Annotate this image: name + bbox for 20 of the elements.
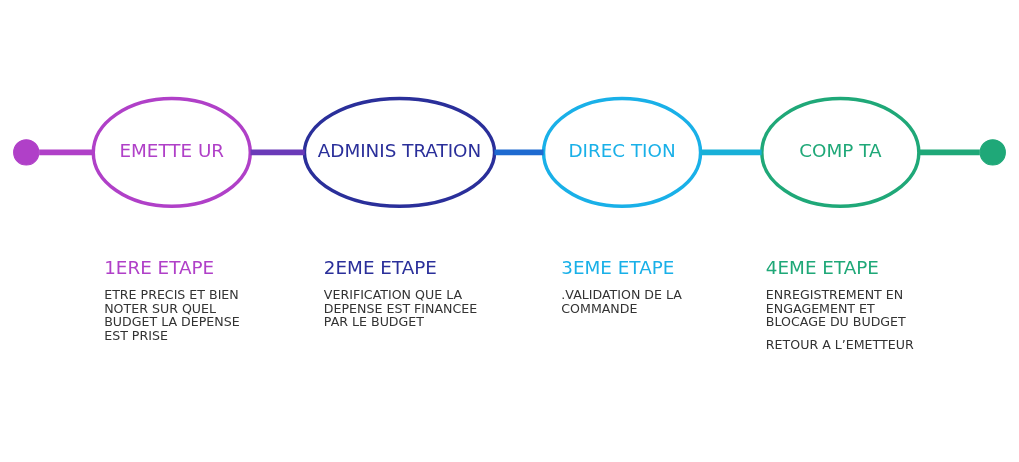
node-label: .VALIDATION DE LA COMMANDE <box>561 286 682 316</box>
node-ellipse: DIREC TION <box>541 96 703 208</box>
node-ellipse: ADMINIS TRATION <box>302 96 497 208</box>
node-label: ETRE PRECIS ET BIEN NOTER SUR QUEL BUDGET LA DEPENSE EST PRISE <box>104 286 240 343</box>
connector <box>494 149 544 155</box>
node-label: 2EME ETAPE <box>323 256 437 278</box>
node-label: 1ERE ETAPE <box>104 256 215 278</box>
node-circle <box>979 138 1006 166</box>
node-label: 4EME ETAPE <box>765 256 879 278</box>
node-ellipse: COMP TA <box>760 96 921 208</box>
node-label: ENREGISTREMENT EN ENGAGEMENT ET BLOCAGE DU BUDGET <box>765 286 906 329</box>
node-label: 3EME ETAPE <box>561 256 675 278</box>
node-circle <box>13 138 40 166</box>
connector <box>39 149 93 155</box>
node-label: VERIFICATION QUE LA DEPENSE EST FINANCEE PAR LE BUDGET <box>323 286 478 329</box>
node-ellipse: EMETTE UR <box>91 96 252 208</box>
connector <box>919 149 980 155</box>
node-label: RETOUR A L’EMETTEUR <box>765 336 914 352</box>
connector <box>250 149 305 155</box>
connector <box>700 149 762 155</box>
